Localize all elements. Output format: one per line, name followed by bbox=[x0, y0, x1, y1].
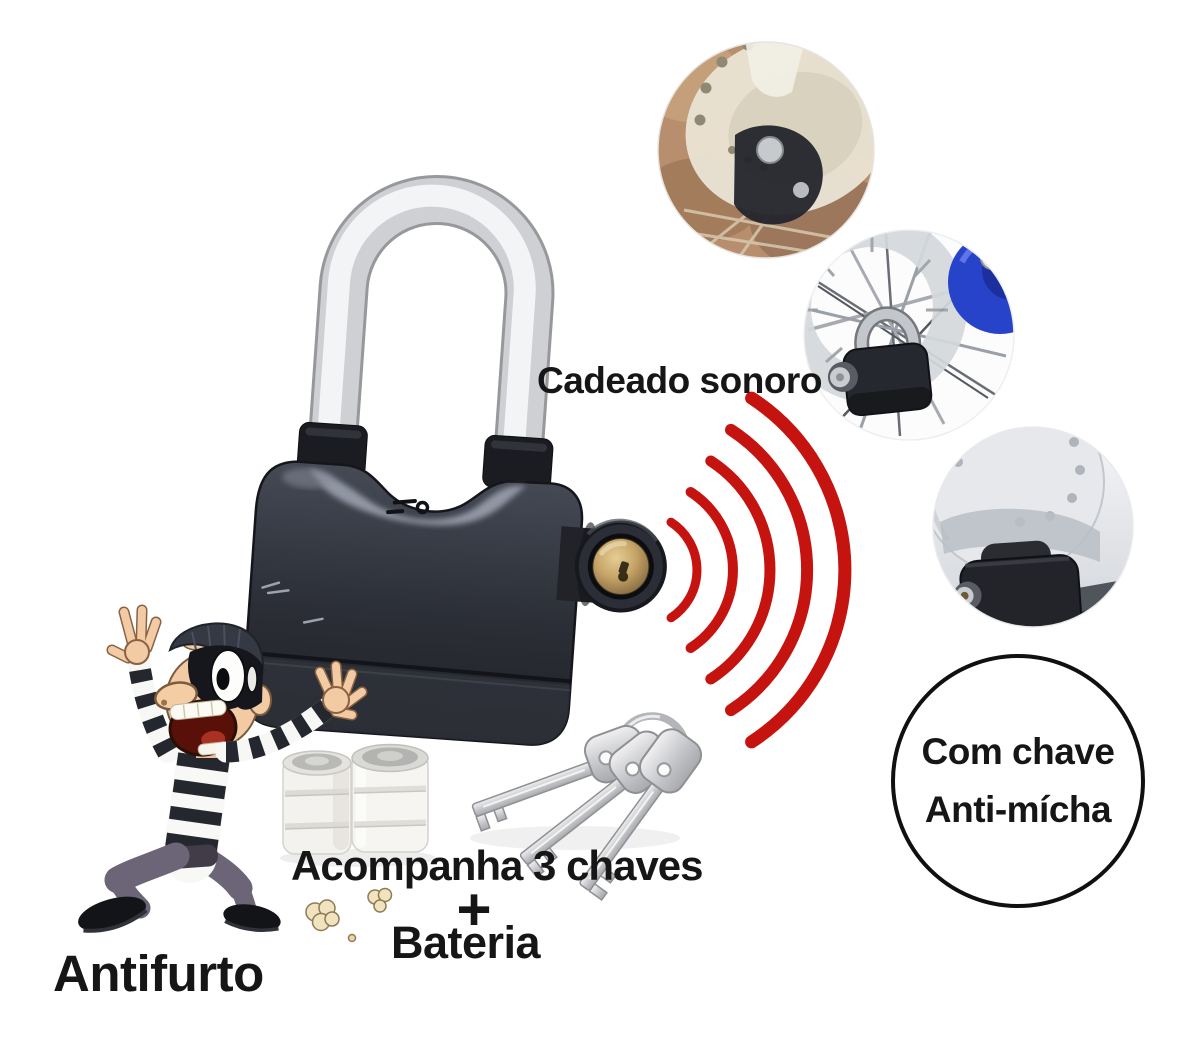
lock-on-motorcycle-brake-photo bbox=[658, 42, 874, 258]
brand-emboss bbox=[386, 498, 430, 515]
thief-raised-arm bbox=[127, 645, 179, 763]
thief-raised-hand bbox=[106, 604, 162, 665]
wave-arc bbox=[685, 487, 738, 653]
battery-stack-left bbox=[282, 750, 352, 855]
includes-keys-label: Acompanha 3 chaves bbox=[291, 842, 704, 889]
battery-stack-right bbox=[351, 743, 429, 853]
anti-theft-label: Antifurto bbox=[53, 945, 264, 1002]
thief-reaching-hand bbox=[314, 660, 368, 721]
product-title: Cadeado sonoro bbox=[537, 360, 822, 401]
plus-sign: + bbox=[456, 876, 492, 943]
badge-line-1: Com chave bbox=[921, 731, 1115, 772]
thief-front-shoe bbox=[78, 896, 148, 933]
shackle bbox=[307, 174, 555, 457]
key-feature-badge: Com chave Anti-mícha bbox=[891, 654, 1145, 908]
thief-reaching-arm bbox=[215, 693, 343, 763]
popcorn-bits-icon bbox=[305, 887, 393, 943]
thief-cartoon bbox=[78, 604, 368, 933]
keys-icon bbox=[463, 712, 710, 901]
keyhole-cylinder bbox=[556, 518, 667, 613]
lock-silhouette bbox=[734, 125, 823, 225]
wave-arc bbox=[725, 423, 814, 717]
thief-torso bbox=[163, 729, 231, 883]
padlock-illustration bbox=[242, 174, 667, 746]
body-sheen bbox=[308, 468, 527, 526]
lock-on-disc-closeup-photo bbox=[933, 427, 1133, 627]
thief-back-shoe bbox=[223, 904, 281, 932]
keyhole bbox=[618, 561, 629, 582]
badge-line-2: Anti-mícha bbox=[924, 789, 1112, 830]
shackle-bumper-right bbox=[482, 434, 554, 492]
thief-head bbox=[154, 622, 272, 758]
wave-arc bbox=[745, 391, 852, 749]
thief-eye bbox=[210, 649, 246, 703]
photo-edge bbox=[657, 41, 875, 259]
body-scratches bbox=[261, 581, 324, 624]
photo-edge bbox=[803, 229, 1015, 441]
lock-silhouette bbox=[827, 306, 933, 417]
batteries-icon bbox=[280, 743, 436, 867]
wave-arc bbox=[705, 455, 776, 685]
battery-label: Bateria bbox=[391, 917, 541, 968]
photo-edge bbox=[932, 426, 1134, 628]
wave-arc bbox=[666, 517, 702, 623]
alarm-waves-icon bbox=[666, 391, 852, 749]
